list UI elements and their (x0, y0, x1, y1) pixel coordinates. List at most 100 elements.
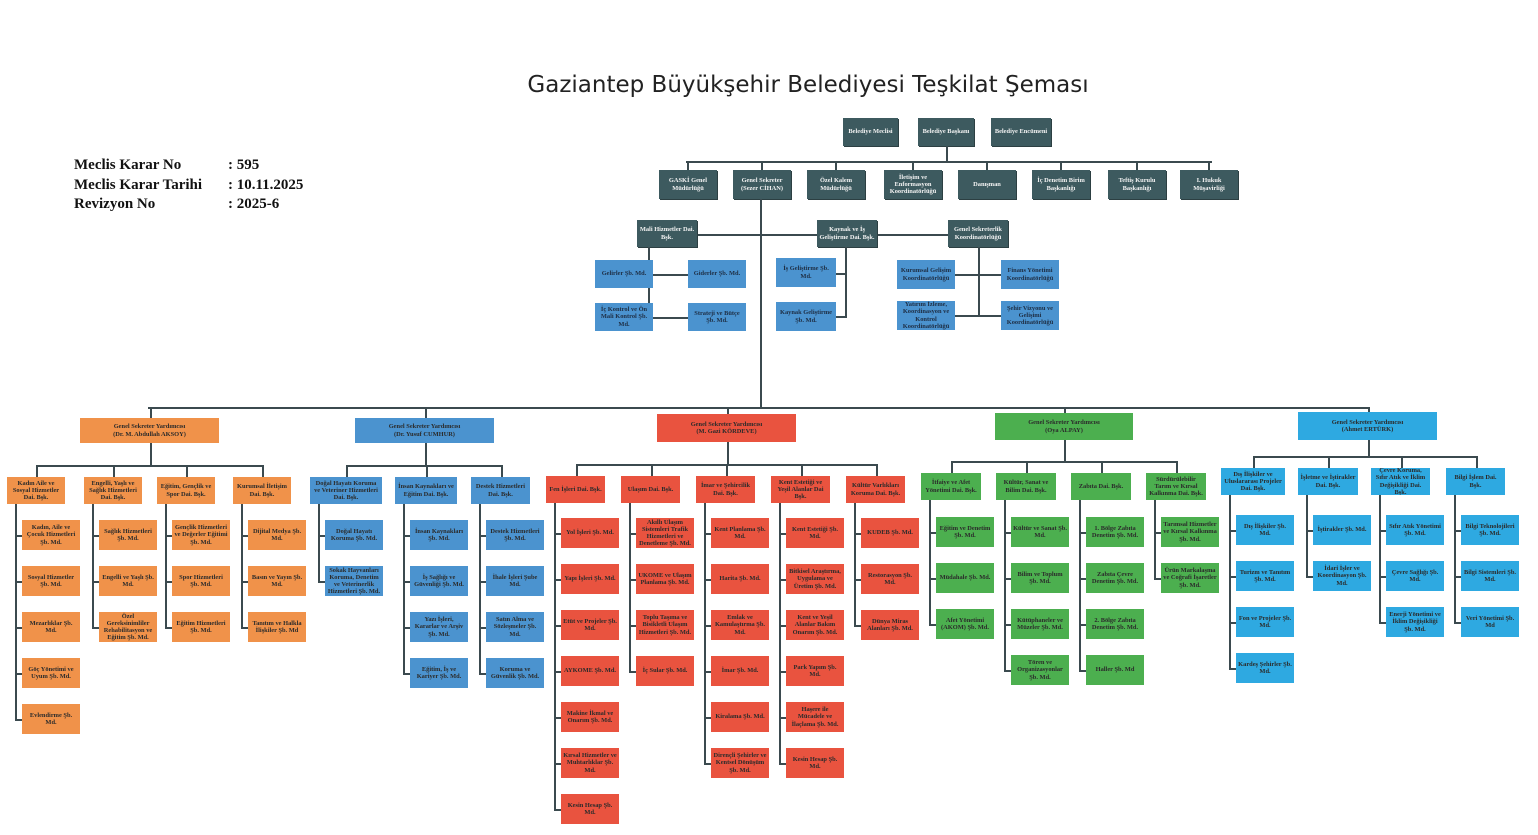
connector-line (15, 504, 17, 719)
connector-line (575, 464, 578, 476)
department-box: Kurumsal İletişim Dai. Bşk. (233, 477, 291, 504)
unit-box: Destek Hizmetleri Şb. Md. (486, 520, 544, 550)
connector-line (15, 535, 24, 537)
connector-line (403, 581, 412, 583)
connector-line (554, 625, 563, 627)
unit-box: Kadın, Aile ve Çocuk Hizmetleri Şb. Md. (22, 520, 80, 550)
connector-line (36, 465, 38, 477)
connector-line (650, 464, 653, 476)
unit-box: Sokak Hayvanları Koruma, Denetim ve Vete… (325, 566, 383, 596)
connector-line (479, 581, 488, 583)
top-unit-box: Belediye Başkanı (918, 118, 974, 146)
unit-box: Dirençli Şehirler ve Kentsel Dönüşüm Şb.… (711, 748, 769, 778)
department-box: Engelli, Yaşlı ve Sağlık Hizmetleri Dai.… (84, 477, 142, 504)
unit-box: Gençlik Hizmetleri ve Değerler Eğitimi Ş… (172, 520, 230, 550)
unit-box: Müdahale Şb. Md. (936, 563, 994, 593)
connector-line (760, 199, 762, 408)
connector-line (241, 504, 243, 627)
connector-line (1136, 161, 1138, 170)
deputy-title: Genel Sekreter Yardımcısı (1331, 418, 1404, 426)
unit-box: Enerji Yönetimi ve İklim Değişikliği Şb.… (1386, 607, 1444, 637)
unit-box: Özel Gereksinimliler Rehabilitasyon ve E… (99, 612, 157, 642)
connector-line (1064, 407, 1066, 413)
connector-line (629, 503, 631, 671)
connector-line (403, 504, 405, 673)
connector-line (500, 465, 503, 477)
deputy-title: Genel Sekreter Yardımcısı (388, 423, 461, 431)
connector-line (761, 161, 763, 170)
deputy-name: (Oya ALPAY) (1045, 426, 1083, 434)
unit-box: Toplu Taşıma ve Bisikletli Ulaşım Hizmet… (636, 610, 694, 640)
unit-box: Akıllı Ulaşım Sistemleri Trafik Hizmetle… (636, 518, 694, 548)
department-box: Eğitim, Gençlik ve Spor Dai. Bşk. (157, 477, 215, 504)
connector-line (1379, 622, 1388, 624)
unit-box: Yol İşleri Şb. Md. (561, 518, 619, 548)
meta-value: : 10.11.2025 (228, 176, 304, 193)
unit-box: Sosyal Hizmetler Şb. Md. (22, 566, 80, 596)
connector-line (912, 161, 914, 170)
gs-unit-box: Şehir Vizyonu ve Gelişimi Koordinatörlüğ… (1001, 301, 1059, 330)
unit-box: Yazı İşleri, Kararlar ve Arşiv Şb. Md. (410, 612, 468, 642)
unit-box: Dünya Miras Alanları Şb. Md. (861, 610, 919, 640)
second-row-unit-box: İç Denetim Birim Başkanlığı (1032, 170, 1090, 199)
connector-line (1079, 578, 1088, 580)
connector-line (854, 533, 863, 535)
unit-box: Koruma ve Güvenlik Şb. Md. (486, 658, 544, 688)
connector-line (1079, 670, 1088, 672)
unit-box: Ürün Markalaşma ve Coğrafi İşaretler Şb.… (1161, 563, 1219, 593)
unit-box: Tanıtım ve Halkla İlişkiler Şb. Md (248, 612, 306, 642)
connector-line (1328, 456, 1330, 468)
connector-line (554, 763, 563, 765)
connector-line (653, 317, 690, 319)
connector-line (318, 504, 320, 581)
deputy-title: Genel Sekreter Yardımcısı (113, 423, 186, 431)
department-box: Destek Hizmetleri Dai. Bşk. (471, 477, 530, 504)
connector-line (779, 625, 788, 627)
connector-line (1229, 622, 1238, 624)
connector-line (479, 535, 488, 537)
unit-box: Zabıta Çevre Denetim Şb. Md. (1086, 563, 1144, 593)
connector-line (479, 627, 488, 629)
connector-line (1454, 622, 1463, 624)
meta-label: Meclis Karar Tarihi (74, 176, 203, 193)
unit-box: Evlendirme Şb. Md. (22, 704, 80, 734)
department-box: İşletme ve İştirakler Dai. Bşk. (1298, 468, 1358, 495)
unit-box: Dış İlişkiler Şb. Md. (1236, 515, 1294, 545)
unit-box: İç Sular Şb. Md. (636, 656, 694, 686)
connector-line (554, 671, 563, 673)
connector-line (1004, 500, 1006, 670)
connector-line (1253, 456, 1478, 458)
department-box: Fen İşleri Dai. Bşk. (546, 476, 605, 503)
connector-line (15, 673, 24, 675)
connector-line (986, 161, 988, 170)
connector-line (704, 579, 713, 581)
connector-line (845, 247, 847, 316)
unit-box: Turizm ve Tanıtım Şb. Md. (1236, 561, 1294, 591)
deputy-name: (Dr. Yusuf CUMHUR) (394, 430, 455, 438)
unit-box: Kültür ve Sanat Şb. Md. (1011, 517, 1069, 547)
deputy-box: Genel Sekreter Yardımcısı(Dr. Yusuf CUMH… (355, 418, 494, 443)
department-box: Bilgi İşlem Dai. Bşk. (1446, 468, 1505, 495)
connector-line (346, 465, 503, 467)
connector-line (1306, 576, 1315, 578)
unit-box: İhale İşleri Şube Md. (486, 566, 544, 596)
connector-line (241, 581, 250, 583)
connector-line (1064, 440, 1066, 461)
unit-box: Fon ve Projeler Şb. Md. (1236, 607, 1294, 637)
unit-box: Afet Yönetimi (AKOM) Şb. Md. (936, 609, 994, 639)
connector-line (1154, 500, 1156, 578)
department-box: Zabıta Dai. Bşk. (1071, 473, 1131, 500)
connector-line (1101, 461, 1103, 473)
connector-line (554, 533, 563, 535)
connector-line (1079, 624, 1088, 626)
connector-line (165, 504, 167, 627)
unit-box: İş Sağlığı ve Güvenliği Şb. Md. (410, 566, 468, 596)
connector-line (424, 407, 427, 418)
connector-line (1475, 456, 1478, 468)
unit-box: Veri Yönetimi Şb. Md (1461, 607, 1519, 637)
connector-line (704, 763, 713, 765)
connector-line (687, 161, 689, 170)
unit-box: Engelli ve Yaşlı Şb. Md. (99, 566, 157, 596)
second-row-unit-box: Özel Kalem Müdürlüğü (807, 170, 865, 199)
connector-line (779, 533, 788, 535)
